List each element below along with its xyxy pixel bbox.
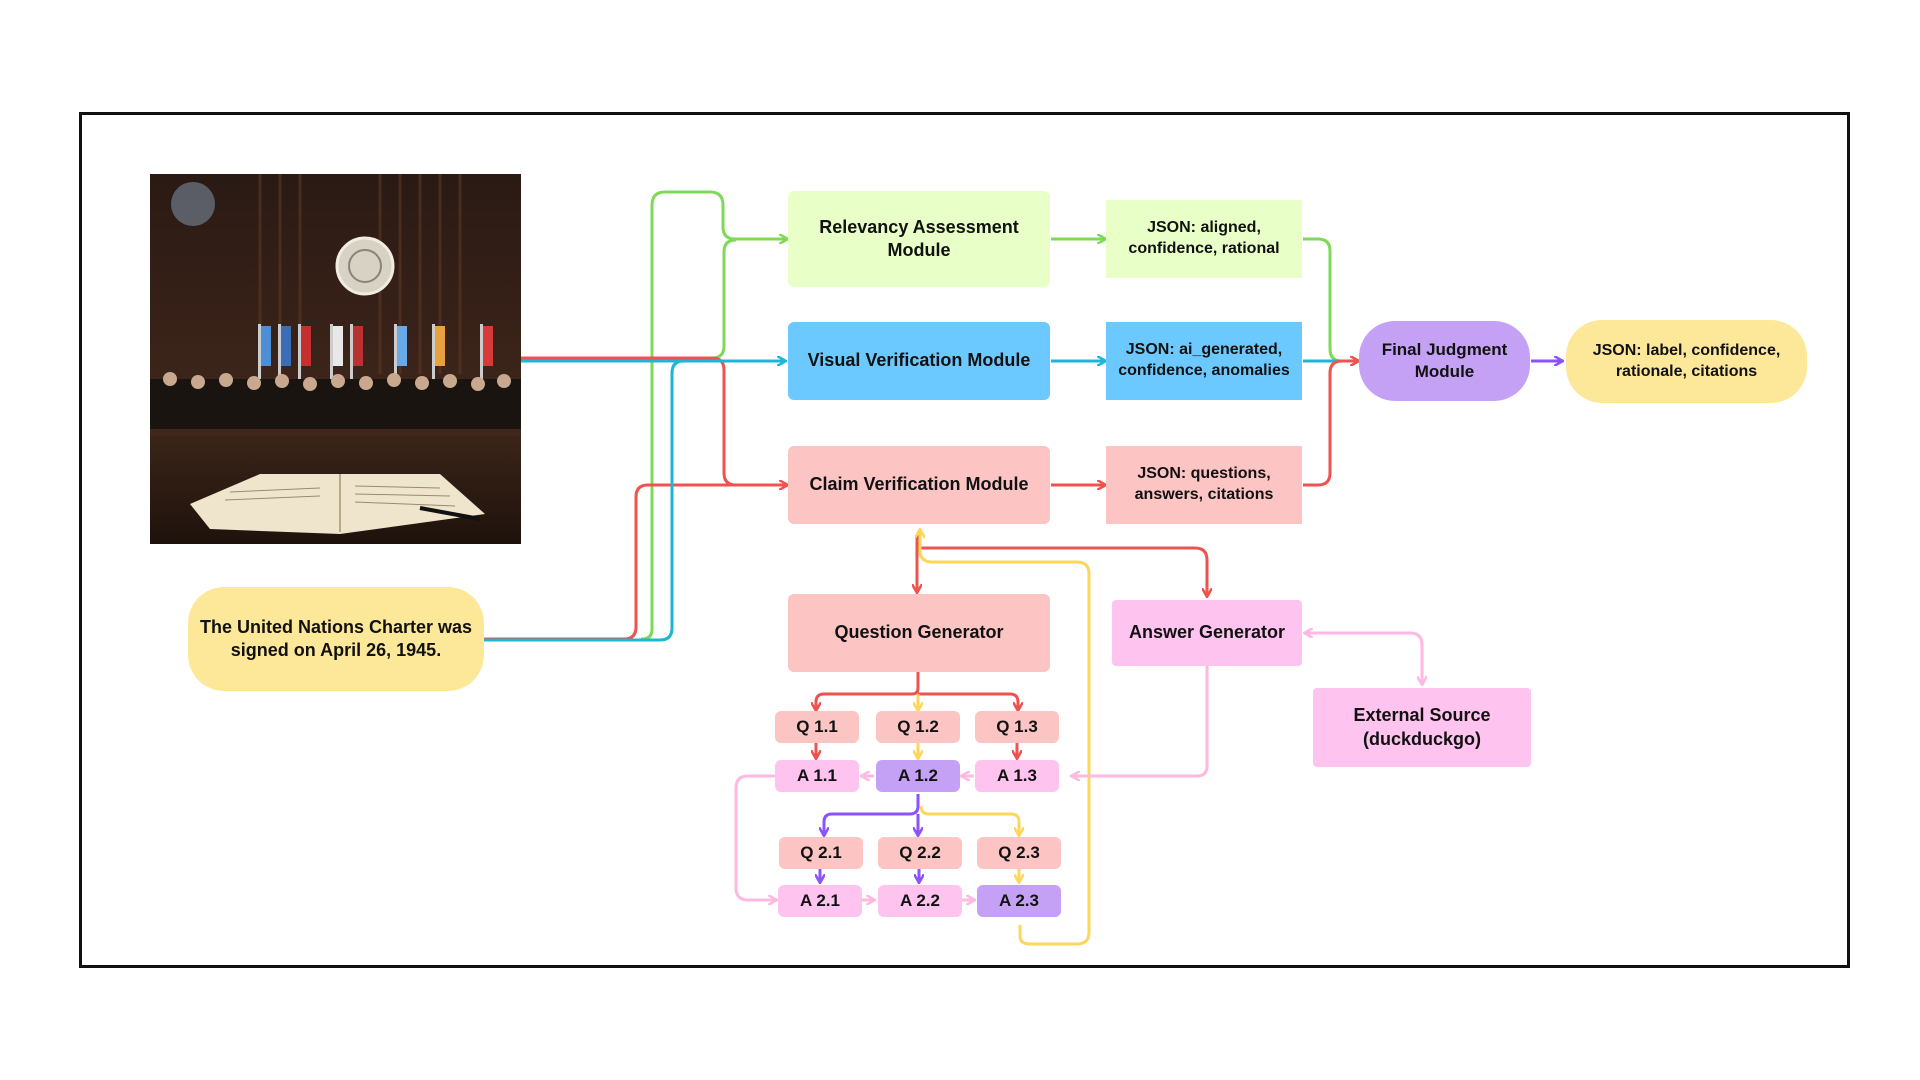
relevancy-assessment-module: Relevancy Assessment Module — [788, 191, 1050, 287]
question-generator: Question Generator — [788, 594, 1050, 672]
visual-verification-module: Visual Verification Module — [788, 322, 1050, 400]
input-image — [150, 174, 521, 544]
answer-2-1-label: A 2.1 — [799, 890, 840, 910]
relevancy-output-label: JSON: aligned, confidence, rational — [1128, 219, 1280, 257]
final-judgment-module: Final Judgment Module — [1359, 321, 1530, 401]
claim-output: JSON: questions, answers, citations — [1106, 446, 1302, 524]
external-source: External Source (duckduckgo) — [1313, 688, 1531, 767]
answer-1-3-label: A 1.3 — [996, 765, 1037, 785]
final-output: JSON: label, confidence, rationale, cita… — [1566, 320, 1807, 403]
question-1-2: Q 1.2 — [876, 711, 960, 743]
question-1-2-label: Q 1.2 — [897, 716, 939, 736]
answer-generator: Answer Generator — [1112, 600, 1302, 666]
question-1-3-label: Q 1.3 — [996, 716, 1038, 736]
relevancy-module-label: Relevancy Assessment Module — [819, 216, 1019, 260]
answer-1-2: A 1.2 — [876, 760, 960, 792]
question-1-3: Q 1.3 — [975, 711, 1059, 743]
answer-1-3: A 1.3 — [975, 760, 1059, 792]
answer-2-3: A 2.3 — [977, 885, 1061, 917]
final-output-label: JSON: label, confidence, rationale, cita… — [1592, 341, 1781, 380]
answer-2-2: A 2.2 — [878, 885, 962, 917]
claim-verification-module: Claim Verification Module — [788, 446, 1050, 524]
claim-text: The United Nations Charter was signed on… — [199, 616, 473, 660]
question-2-2-label: Q 2.2 — [899, 842, 941, 862]
question-generator-label: Question Generator — [834, 622, 1004, 643]
question-2-1-label: Q 2.1 — [800, 842, 842, 862]
question-1-1: Q 1.1 — [775, 711, 859, 743]
relevancy-output: JSON: aligned, confidence, rational — [1106, 200, 1302, 278]
question-2-2: Q 2.2 — [878, 837, 962, 869]
visual-module-label: Visual Verification Module — [807, 350, 1031, 371]
answer-1-1: A 1.1 — [775, 760, 859, 792]
visual-output: JSON: ai_generated, confidence, anomalie… — [1106, 322, 1302, 400]
question-2-3-label: Q 2.3 — [998, 842, 1040, 862]
diagram-frame — [79, 112, 1850, 968]
answer-2-3-label: A 2.3 — [998, 890, 1039, 910]
answer-2-1: A 2.1 — [778, 885, 862, 917]
answer-1-1-label: A 1.1 — [796, 765, 837, 785]
final-module-label: Final Judgment Module — [1381, 339, 1508, 381]
answer-2-2-label: A 2.2 — [899, 890, 940, 910]
visual-output-label: JSON: ai_generated, confidence, anomalie… — [1118, 341, 1290, 379]
claim-module-label: Claim Verification Module — [809, 474, 1029, 495]
question-1-1-label: Q 1.1 — [796, 716, 838, 736]
answer-1-2-label: A 1.2 — [897, 765, 938, 785]
question-2-1: Q 2.1 — [779, 837, 863, 869]
claim-output-label: JSON: questions, answers, citations — [1134, 465, 1274, 503]
external-source-label: External Source (duckduckgo) — [1353, 705, 1491, 749]
claim-text-box: The United Nations Charter was signed on… — [188, 587, 484, 691]
question-2-3: Q 2.3 — [977, 837, 1061, 869]
answer-generator-label: Answer Generator — [1128, 622, 1286, 643]
